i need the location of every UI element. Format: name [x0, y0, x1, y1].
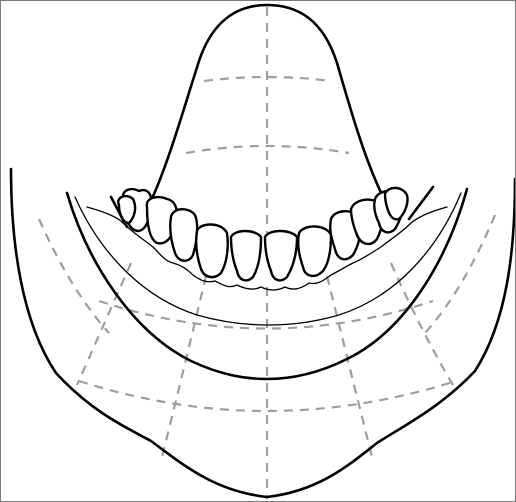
tooth-right-1	[298, 226, 331, 276]
radial-guide-left-mid	[77, 263, 131, 385]
chin-outline	[11, 169, 515, 497]
radial-guide-left-inner	[161, 276, 206, 461]
lower-teeth	[118, 188, 407, 280]
tooth-left-7	[118, 196, 135, 223]
radial-guide-right-mid	[391, 263, 453, 385]
radial-guide-left-outer	[39, 219, 109, 333]
tooth-left-1	[265, 231, 297, 280]
tooth-left-4	[170, 209, 197, 261]
teeth-row-right-edge	[409, 187, 433, 219]
radial-guide-right-outer	[425, 215, 495, 333]
tooth-left-2	[231, 231, 261, 280]
tooth-left-3	[196, 225, 228, 278]
